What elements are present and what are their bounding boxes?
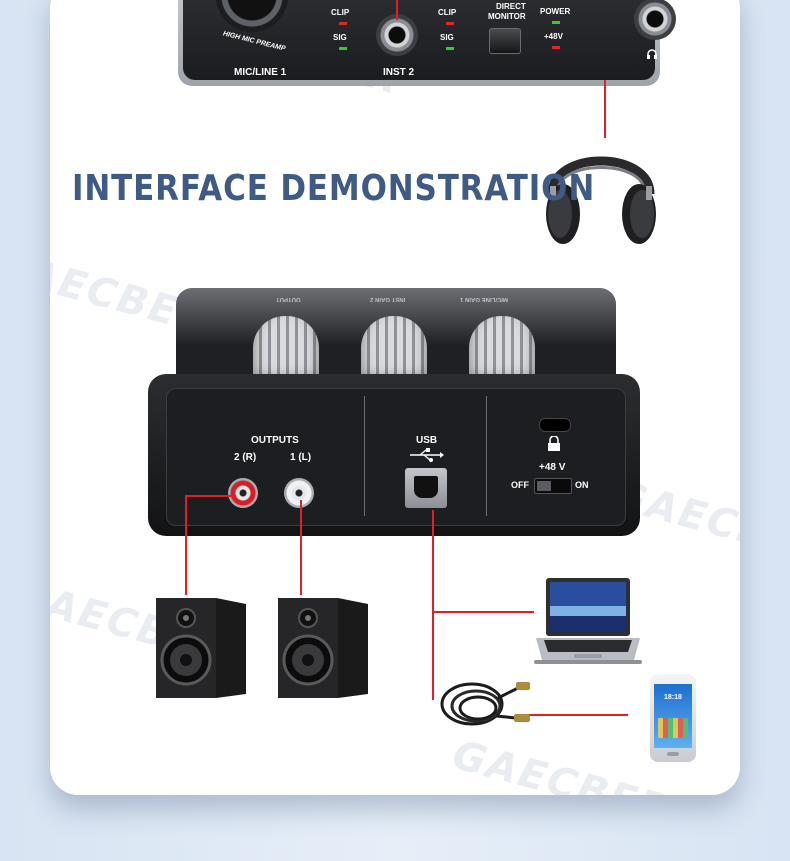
- speaker-right: [156, 598, 246, 698]
- sig-label: SIG: [333, 33, 347, 42]
- off-label: OFF: [511, 480, 529, 490]
- sig-led: [339, 47, 347, 50]
- phantom-led: [552, 46, 560, 49]
- instrument-jack: [376, 14, 418, 56]
- usb-cable-phone: [528, 714, 628, 716]
- sig-led: [446, 47, 454, 50]
- speaker-cable-right: [185, 495, 187, 595]
- usb-b-port: [405, 468, 447, 508]
- watermark: GAECBER: [447, 731, 676, 795]
- direct-monitor-button: [489, 28, 521, 54]
- panel-top-label: INST GAIN 2: [370, 296, 406, 302]
- headphone-jack: [634, 0, 676, 40]
- on-label: ON: [575, 480, 589, 490]
- clip-label: CLIP: [331, 8, 350, 17]
- power-label: POWER: [540, 7, 571, 16]
- outputs-label: OUTPUTS: [251, 435, 299, 446]
- left-channel-label: 1 (L): [290, 452, 312, 463]
- sig-label: SIG: [440, 33, 454, 42]
- smartphone: 18:18: [650, 674, 696, 762]
- clip-led: [446, 22, 454, 25]
- clip-label: CLIP: [438, 8, 457, 17]
- monitor-label: MONITOR: [488, 12, 526, 21]
- headphone-cable: [604, 80, 606, 138]
- page-title: INTERFACE DEMONSTRATION: [72, 168, 596, 209]
- headphones: [538, 130, 664, 252]
- usb-icon: [408, 448, 444, 462]
- back-panel-device: OUTPUT INST GAIN 2 MIC/LINE GAIN 1 OUTPU…: [148, 288, 640, 560]
- lock-icon: [547, 435, 561, 452]
- phantom-label: +48V: [544, 32, 563, 41]
- speaker-left: [278, 598, 368, 698]
- front-panel: HIGH MIC PREAMP MIC/LINE 1 CLIP SIG INST…: [178, 0, 676, 86]
- usb-cable: [432, 510, 434, 700]
- speaker-cable-left: [300, 500, 302, 595]
- rca-jack-left: [284, 478, 314, 508]
- panel-top-label: OUTPUT: [276, 296, 301, 302]
- phantom-power-switch: [534, 478, 572, 494]
- inst-cable: [396, 0, 398, 20]
- usb-cable-coil: [438, 670, 534, 736]
- product-card: GAECBER GAECBER GAECBER GAECBER GAECBER …: [50, 0, 740, 795]
- usb-cable-laptop: [432, 611, 534, 613]
- right-channel-label: 2 (R): [234, 452, 257, 463]
- usb-label: USB: [416, 435, 438, 446]
- kensington-slot: [539, 418, 571, 432]
- headphone-icon: [646, 47, 658, 59]
- phantom-power-label: +48 V: [539, 462, 566, 473]
- direct-label: DIRECT: [496, 2, 526, 11]
- power-led: [552, 21, 560, 24]
- phone-clock: 18:18: [664, 694, 682, 701]
- laptop: [534, 576, 642, 668]
- panel-top-label: MIC/LINE GAIN 1: [460, 296, 509, 302]
- speaker-cable-right: [185, 495, 233, 497]
- inst-label: INST 2: [383, 67, 415, 78]
- rca-jack-right: [228, 478, 258, 508]
- clip-led: [339, 22, 347, 25]
- mic-line-label: MIC/LINE 1: [234, 67, 287, 78]
